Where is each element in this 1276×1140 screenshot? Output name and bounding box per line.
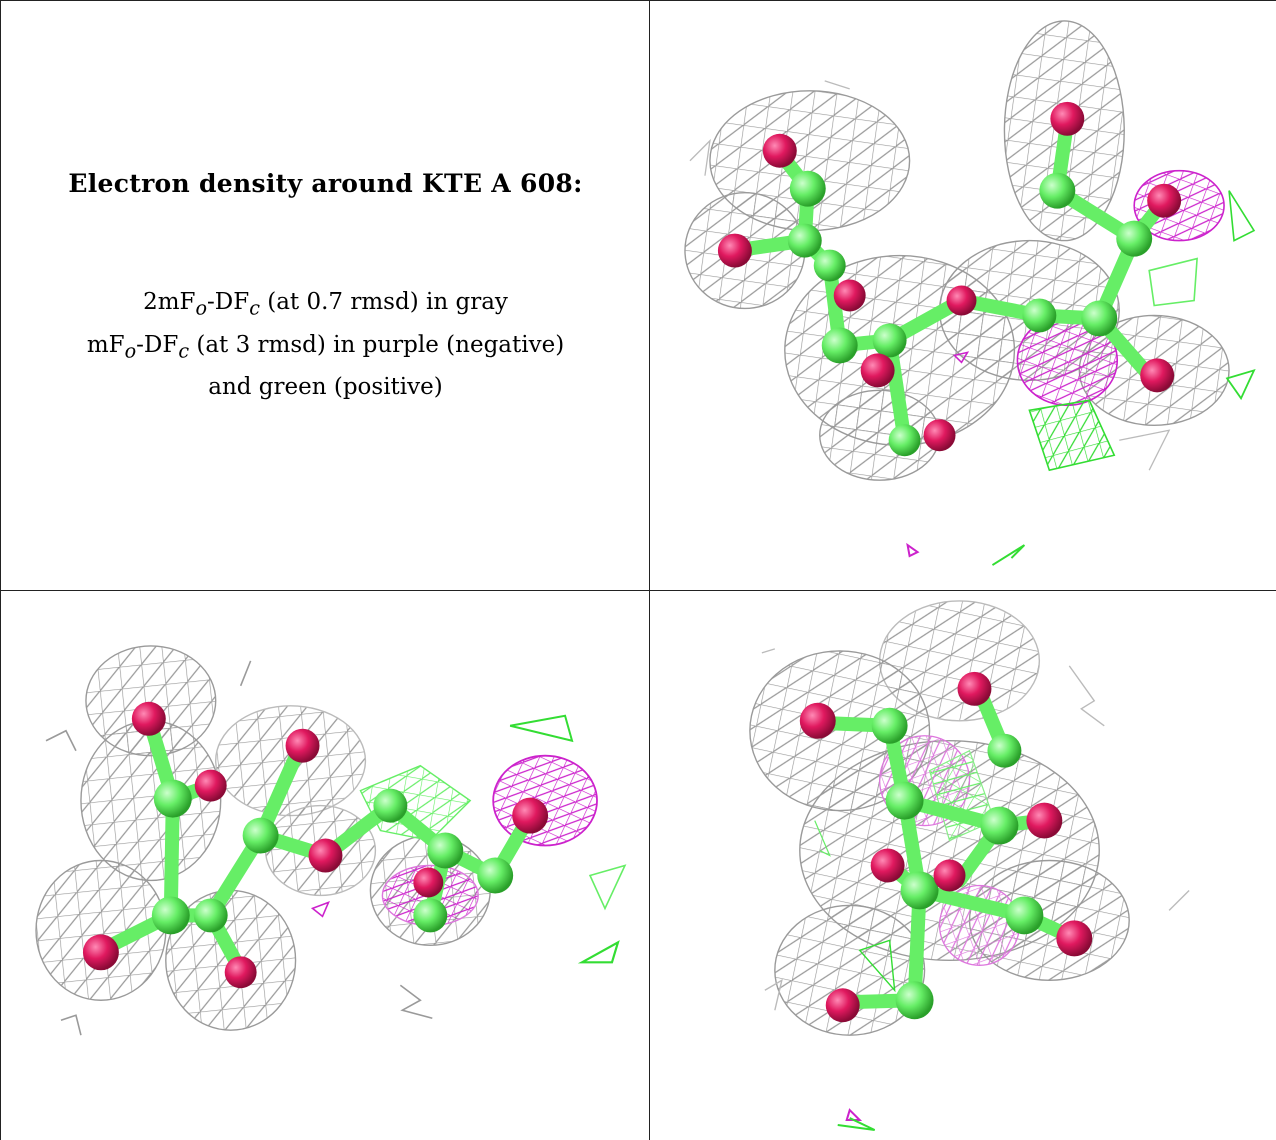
carbon-atoms: [151, 779, 514, 935]
density-view-3: [749, 600, 1190, 1132]
stray-mesh-lines: [689, 80, 1171, 471]
legend-title: Electron density around KTE A 608:: [68, 169, 583, 198]
carbon-atoms: [871, 707, 1044, 1020]
mesh-positive: [991, 190, 1256, 566]
view-bottom-left: [0, 590, 649, 1140]
oxygen-atoms: [717, 101, 1182, 452]
carbon-atoms: [787, 170, 1153, 457]
view-top-right: [649, 0, 1276, 590]
legend-line-colors: and green (positive): [208, 374, 443, 401]
stray-mesh-lines: [761, 648, 1190, 1011]
density-view-1: [684, 20, 1256, 566]
view-bottom-right: [649, 590, 1276, 1140]
legend-line-2fofc: 2mFo-DFc (at 0.7 rmsd) in gray: [143, 289, 508, 320]
oxygen-atoms: [799, 671, 1093, 1023]
legend-line-fofc: mFo-DFc (at 3 rmsd) in purple (negative): [86, 331, 565, 363]
oxygen-atoms: [82, 701, 549, 989]
legend-description: 2mFo-DFc (at 0.7 rmsd) in gray mFo-DFc (…: [1, 284, 649, 405]
legend-cell: Electron density around KTE A 608: 2mFo-…: [0, 0, 649, 590]
stray-mesh-lines: [45, 660, 433, 1036]
density-view-2: [35, 645, 627, 1036]
